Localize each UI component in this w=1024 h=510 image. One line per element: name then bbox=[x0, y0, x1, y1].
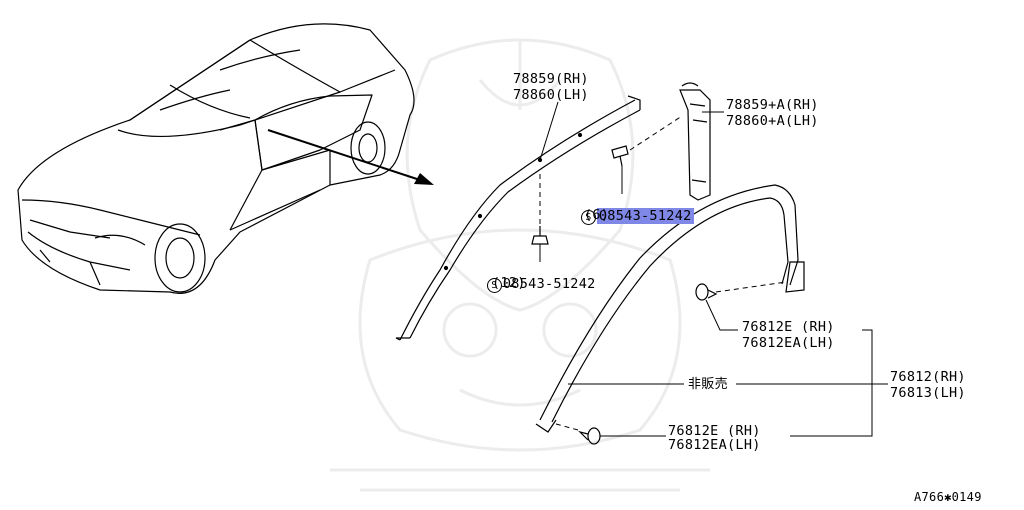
label-frame-lh: 76813(LH) bbox=[890, 385, 966, 401]
label-moulding-a-lh: 78860+A(LH) bbox=[726, 113, 819, 129]
label-screw-top-qty: (6) bbox=[584, 207, 610, 223]
leader-clip-upper bbox=[705, 299, 738, 331]
screw-bottom-icon[interactable] bbox=[531, 226, 549, 245]
watermark-emblem bbox=[330, 38, 710, 492]
label-clip-top-rh: 76812E (RH) bbox=[742, 319, 835, 335]
screw-bottom-code: 08543-51242 bbox=[502, 276, 596, 292]
label-clip-bottom-lh: 76812EA(LH) bbox=[668, 437, 761, 453]
dashed-clip-upper bbox=[715, 281, 787, 293]
moulding-end-cap[interactable] bbox=[679, 82, 711, 201]
car-illustration bbox=[17, 23, 415, 294]
bracket-clips bbox=[790, 329, 873, 437]
dashed-clip-lower bbox=[555, 423, 579, 431]
drip-moulding[interactable] bbox=[395, 95, 641, 341]
label-not-for-sale: 非販売 bbox=[688, 377, 728, 392]
label-clip-bottom-rh: 76812E (RH) bbox=[668, 423, 761, 439]
screw-top-code-highlighted[interactable]: 08543-51242 bbox=[596, 208, 694, 224]
label-screw-bottom-qty: (12) bbox=[492, 275, 526, 291]
leader-moulding bbox=[539, 101, 559, 161]
direction-arrow bbox=[267, 129, 434, 185]
dashed-screw-top bbox=[629, 115, 683, 151]
label-frame-rh: 76812(RH) bbox=[890, 369, 966, 385]
diagram-code: A766✱0149 bbox=[914, 490, 982, 504]
screw-top-icon[interactable] bbox=[611, 145, 629, 167]
label-moulding-a-rh: 78859+A(RH) bbox=[726, 97, 819, 113]
s-mark-icon: S bbox=[580, 210, 596, 225]
s-mark-icon: S bbox=[486, 278, 502, 293]
clip-upper-icon[interactable] bbox=[695, 283, 718, 301]
label-moulding-rh: 78859(RH) bbox=[513, 71, 589, 87]
label-moulding-lh: 78860(LH) bbox=[513, 87, 589, 103]
label-clip-top-lh: 76812EA(LH) bbox=[742, 335, 835, 351]
